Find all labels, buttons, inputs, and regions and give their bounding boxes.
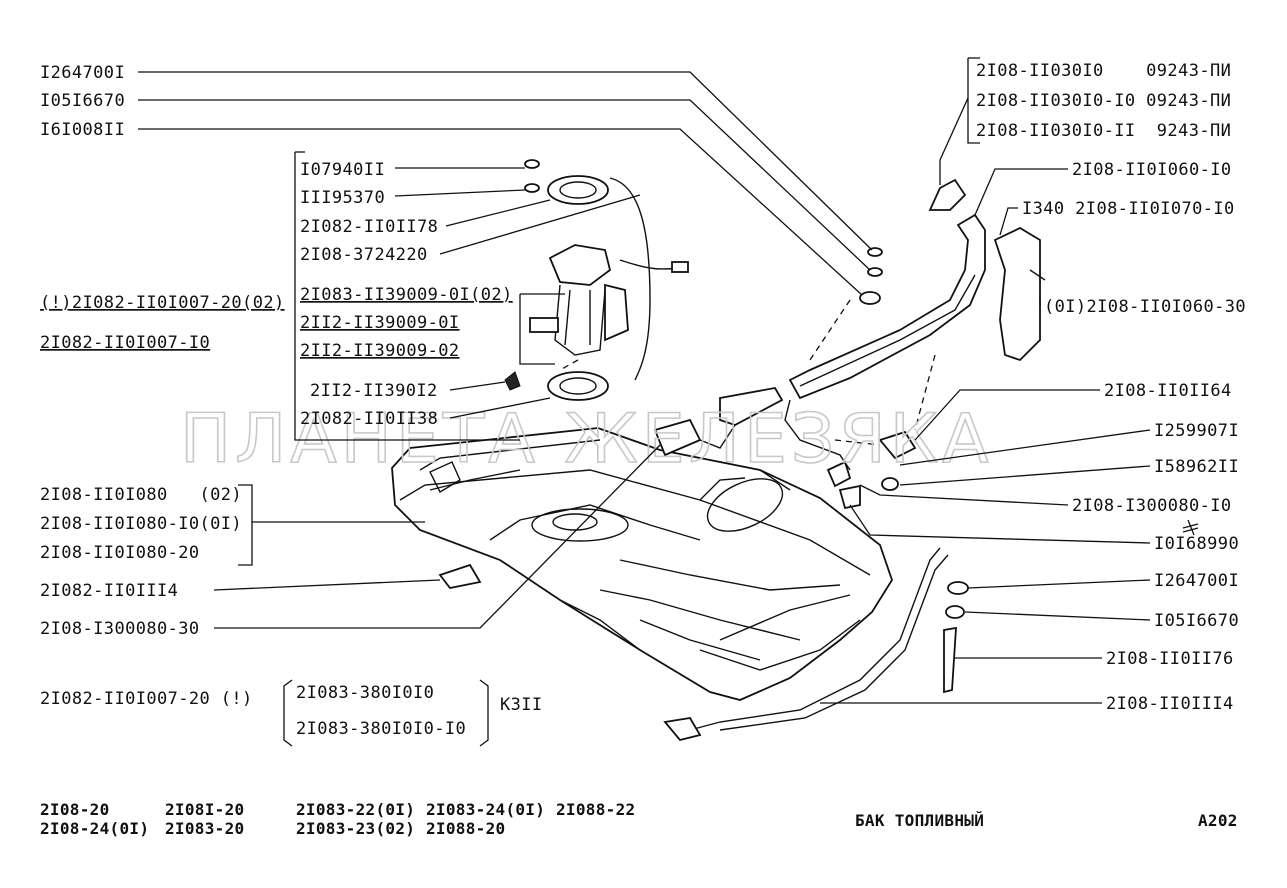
label-part-l1: I264700I [40, 63, 125, 83]
diagram-code: A202 [1198, 811, 1238, 830]
fuel-pump-module [504, 159, 689, 401]
label-pump-p8: 2II2-II390I2 [310, 381, 438, 401]
label-part-r9: I264700I [1154, 571, 1239, 591]
tank-variant-labels: (!)2I082-II0I007-20(02) 2I082-II0I007-I0 [40, 293, 285, 353]
label-tank-v2: 2I082-II0I007-I0 [40, 333, 210, 353]
label-part-r6: I58962II [1154, 457, 1239, 477]
left-part-labels: I264700I I05I6670 I6I008II [40, 63, 125, 140]
footer-model-list: 2I08-20 2I08-24(0I) 2I08I-20 2I083-20 2I… [40, 800, 635, 838]
label-pump-p3: 2I082-II0II78 [300, 217, 438, 237]
leader-lines [138, 57, 1199, 747]
label-strap-s1: 2I08-II0I080 (02) [40, 485, 242, 505]
label-pump-p9: 2I082-II0II38 [300, 409, 438, 429]
bracket-note: 2I082-II0I007-20 (!) 2I083-380I0I0 2I083… [40, 683, 543, 739]
footer-model-8: 2I088-20 [426, 819, 505, 838]
label-part-r10: I05I6670 [1154, 611, 1239, 631]
label-tank-v1: (!)2I082-II0I007-20(02) [40, 293, 285, 313]
tank-straps [438, 547, 969, 742]
label-part-r5: I259907I [1154, 421, 1239, 441]
bracket-note-b2: 2I083-380I0I0-I0 [296, 719, 466, 739]
label-pump-p2: III95370 [300, 188, 385, 208]
bracket-note-b1: 2I083-380I0I0 [296, 683, 434, 703]
label-part-r1: 2I08-II0I060-I0 [1072, 160, 1232, 180]
top-right-labels: 2I08-II030I0 09243-ПИ 2I08-II030I0-I0 09… [976, 61, 1231, 141]
label-part-r4: 2I08-II0II64 [1104, 381, 1232, 401]
label-strap-s2: 2I08-II0I080-I0(0I) [40, 514, 242, 534]
lower-left-labels: 2I082-II0III4 2I08-I300080-30 [40, 581, 200, 639]
label-part-r8: I0I68990 [1154, 534, 1239, 554]
label-pump-p4: 2I08-3724220 [300, 245, 428, 265]
label-pump-p7: 2II2-II39009-02 [300, 341, 460, 361]
label-cap-t1: 2I08-II030I0 09243-ПИ [976, 61, 1231, 81]
label-part-r2: I340 2I08-II0I070-I0 [1022, 199, 1235, 219]
bracket-note-right: КЗII [500, 695, 543, 715]
footer-model-2: 2I08-24(0I) [40, 819, 149, 838]
footer-model-6: 2I083-23(02) [296, 819, 415, 838]
label-part-r3: (0I)2I08-II0I060-30 [1044, 297, 1246, 317]
label-pump-p6: 2II2-II39009-0I [300, 313, 460, 333]
strap-group-labels: 2I08-II0I080 (02) 2I08-II0I080-I0(0I) 2I… [40, 485, 242, 563]
label-lower-a1: 2I082-II0III4 [40, 581, 178, 601]
right-part-labels: 2I08-II0I060-I0 I340 2I08-II0I070-I0 (0I… [1022, 160, 1246, 714]
footer-model-9: 2I088-22 [556, 800, 635, 819]
label-pump-p1: I07940II [300, 160, 385, 180]
label-strap-s3: 2I08-II0I080-20 [40, 543, 200, 563]
label-part-l2: I05I6670 [40, 91, 125, 111]
label-cap-t2: 2I08-II030I0-I0 09243-ПИ [976, 91, 1231, 111]
label-part-r11: 2I08-II0II76 [1106, 649, 1234, 669]
label-cap-t3: 2I08-II030I0-II 9243-ПИ [976, 121, 1231, 141]
label-lower-a2: 2I08-I300080-30 [40, 619, 200, 639]
diagram-title: БАК ТОПЛИВНЫЙ [855, 811, 984, 830]
footer-model-5: 2I083-22(0I) [296, 800, 415, 819]
footer-model-1: 2I08-20 [40, 800, 110, 819]
fuel-tank-illustration [391, 159, 1046, 742]
label-pump-p5: 2I083-II39009-0I(02) [300, 285, 513, 305]
pump-group-labels: I07940II III95370 2I082-II0II78 2I08-372… [300, 160, 513, 429]
label-part-r12: 2I08-II0III4 [1106, 694, 1234, 714]
filler-neck-assembly [653, 178, 1046, 510]
footer-model-3: 2I08I-20 [165, 800, 244, 819]
footer-model-7: 2I083-24(0I) [426, 800, 545, 819]
label-part-l3: I6I008II [40, 120, 125, 140]
bracket-note-left: 2I082-II0I007-20 (!) [40, 689, 253, 709]
footer-model-4: 2I083-20 [165, 819, 244, 838]
label-part-r7: 2I08-I300080-I0 [1072, 496, 1232, 516]
